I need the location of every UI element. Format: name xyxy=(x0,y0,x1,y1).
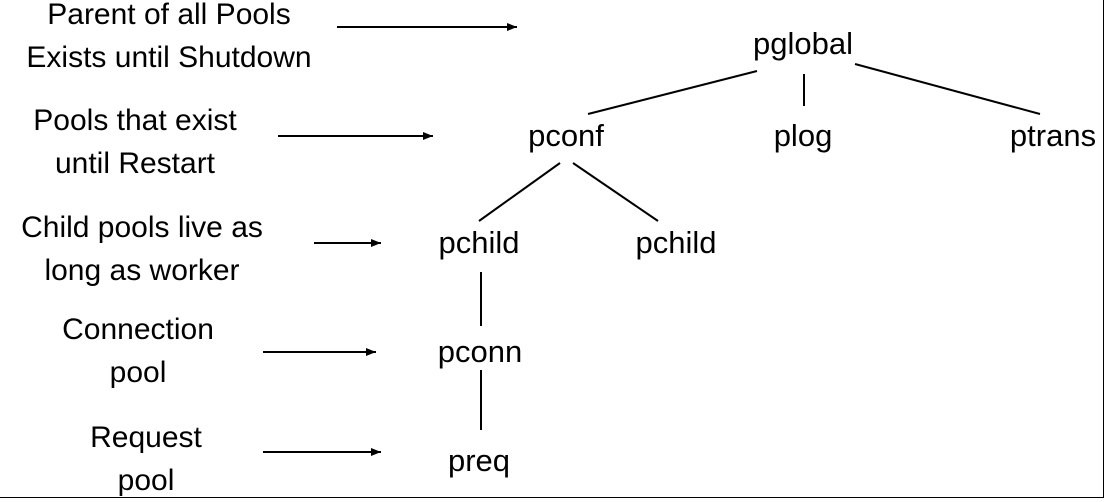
node-pchild-left: pchild xyxy=(438,225,520,260)
node-pglobal: pglobal xyxy=(753,26,853,61)
node-pconn: pconn xyxy=(437,334,523,369)
label-line: Request xyxy=(90,421,202,454)
edge-pconf-pchild-left xyxy=(478,162,561,222)
node-plog: plog xyxy=(773,118,833,153)
label-parent-of-all-pools: Parent of all Pools Exists until Shutdow… xyxy=(0,0,348,79)
edge-pglobal-ptrans xyxy=(854,63,1041,115)
label-child-pools: Child pools live as long as worker xyxy=(0,206,294,292)
node-pchild-right: pchild xyxy=(635,225,717,260)
label-pools-until-restart: Pools that exist until Restart xyxy=(0,99,270,185)
node-pconf: pconf xyxy=(528,118,604,153)
label-line: Child pools live as xyxy=(21,211,263,244)
label-line: long as worker xyxy=(44,254,240,287)
node-ptrans: ptrans xyxy=(1009,118,1097,153)
label-line: until Restart xyxy=(54,147,216,180)
label-line: pool xyxy=(117,464,175,497)
label-request-pool: Request pool xyxy=(46,416,246,502)
label-line: Exists until Shutdown xyxy=(26,41,312,74)
label-connection-pool: Connection pool xyxy=(38,308,238,394)
label-line: Pools that exist xyxy=(33,104,237,137)
edge-pglobal-pconf xyxy=(587,70,758,115)
node-preq: preq xyxy=(447,443,511,478)
edge-pconf-pchild-right xyxy=(572,162,659,222)
label-line: Parent of all Pools xyxy=(47,0,291,31)
label-line: pool xyxy=(109,356,167,389)
label-line: Connection xyxy=(62,313,214,346)
